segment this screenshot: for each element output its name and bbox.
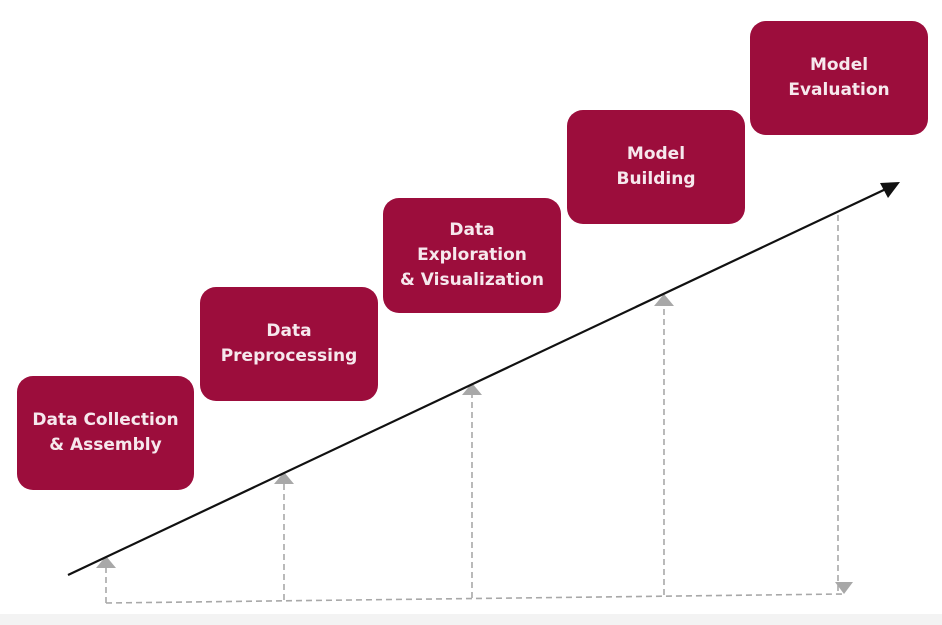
up-arrowhead-2	[274, 472, 294, 484]
stage-label-model-building: Model Building	[616, 144, 696, 189]
feedback-loop	[105, 215, 844, 604]
up-arrowhead-1	[96, 556, 116, 568]
feedback-arrowheads	[96, 294, 853, 594]
main-arrowhead	[880, 182, 900, 198]
stage-model-building: Model Building	[567, 110, 745, 224]
stage-label-data-collection: Data Collection & Assembly	[32, 410, 179, 455]
up-arrowhead-3	[462, 383, 482, 395]
stage-data-preprocessing: Data Preprocessing	[200, 287, 378, 401]
feedback-bottom-line	[105, 593, 844, 604]
down-arrowhead	[835, 582, 853, 594]
bottom-strip	[0, 614, 942, 625]
stage-model-evaluation: Model Evaluation	[750, 21, 928, 135]
stage-label-data-exploration: Data Exploration & Visualization	[400, 220, 544, 290]
stage-label-data-preprocessing: Data Preprocessing	[220, 321, 358, 366]
stage-data-exploration: Data Exploration & Visualization	[383, 198, 561, 313]
up-arrowhead-4	[654, 294, 674, 306]
stage-data-collection: Data Collection & Assembly	[17, 376, 194, 490]
stage-label-model-evaluation: Model Evaluation	[788, 55, 890, 100]
main-arrow-line	[67, 187, 889, 576]
